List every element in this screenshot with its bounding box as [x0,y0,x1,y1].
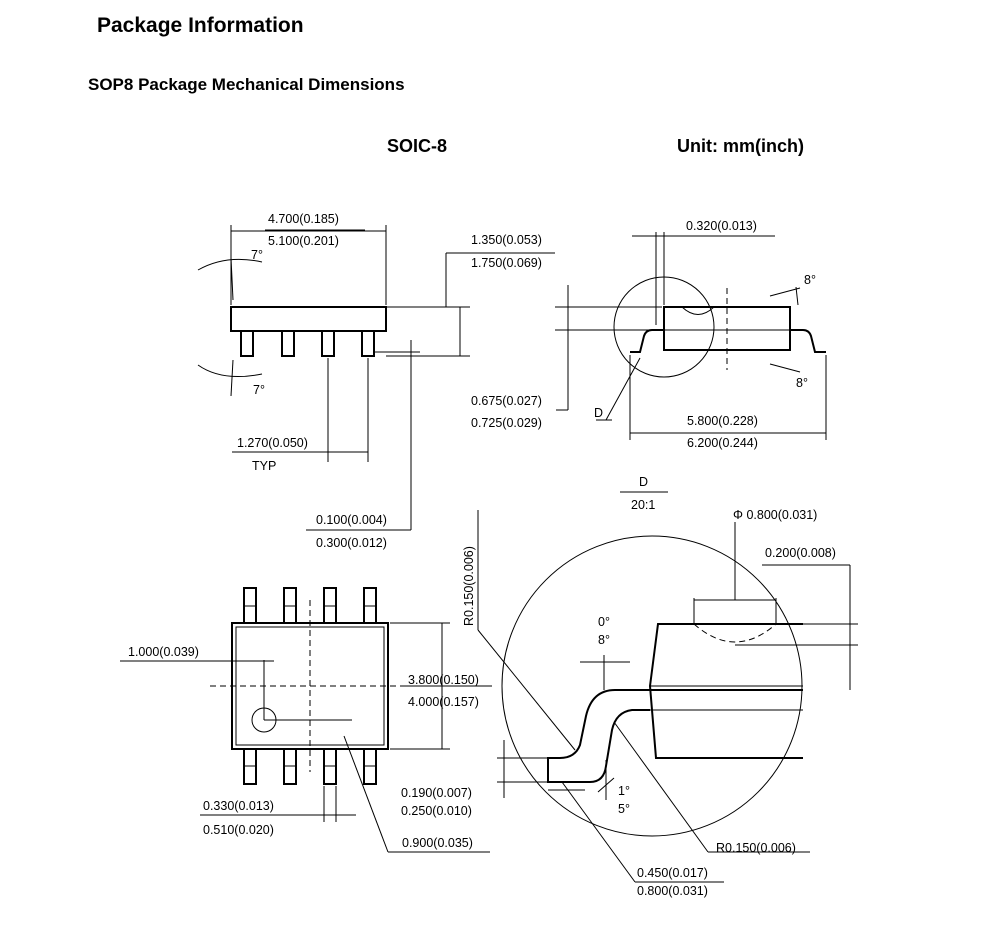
end-view [555,232,827,440]
label-angle-d-min: 0° [598,615,610,629]
side-view-labels: 4.700(0.185) 5.100(0.201) 7° 7° 1.350(0.… [237,212,542,550]
detail-view [477,491,858,883]
end-view-labels: 0.320(0.013) 8° 8° 0.675(0.027) 0.725(0.… [471,219,816,450]
label-standoff-min: 0.675(0.027) [471,394,542,408]
label-lead-t-max: 0.250(0.010) [401,804,472,818]
label-angle-d-max: 8° [598,633,610,647]
label-body-length-min: 4.700(0.185) [268,212,339,226]
label-total-width-min: 5.800(0.228) [687,414,758,428]
label-lead-t-min: 0.190(0.007) [401,786,472,800]
label-angle-top: 7° [251,248,263,262]
label-body-length-max: 5.100(0.201) [268,234,339,248]
label-angle-e-min: 1° [618,784,630,798]
label-pin1-offset: 1.000(0.039) [128,645,199,659]
label-height-max: 1.750(0.069) [471,256,542,270]
label-hole-depth: 0.200(0.008) [765,546,836,560]
label-angle-right-top: 8° [804,273,816,287]
label-lead-gap-max: 0.300(0.012) [316,536,387,550]
label-foot-min: 0.450(0.017) [637,866,708,880]
label-lead-gap-min: 0.100(0.004) [316,513,387,527]
side-view [197,225,555,531]
label-angle-right-bottom: 8° [796,376,808,390]
top-view-labels: 1.000(0.039) 3.800(0.150) 4.000(0.157) 0… [128,645,479,850]
label-detail-name: D [639,475,648,489]
section-title: SOP8 Package Mechanical Dimensions [88,75,405,94]
label-detail-marker: D [594,406,603,420]
label-radius-b: R0.150(0.006) [716,841,796,855]
label-angle-bottom: 7° [253,383,265,397]
label-lead-thickness: 0.320(0.013) [686,219,757,233]
label-standoff-max: 0.725(0.029) [471,416,542,430]
page-title: Package Information [97,14,304,37]
label-pitch-note: TYP [252,459,276,473]
label-pitch: 1.270(0.050) [237,436,308,450]
label-hole-diameter: Φ 0.800(0.031) [733,508,817,522]
package-name: SOIC-8 [387,136,448,156]
label-height-min: 1.350(0.053) [471,233,542,247]
label-radius-a: R0.150(0.006) [462,546,476,626]
label-lead-width-min: 0.330(0.013) [203,799,274,813]
label-angle-e-max: 5° [618,802,630,816]
label-body-width-min: 3.800(0.150) [408,673,479,687]
unit-label: Unit: mm(inch) [677,136,804,156]
label-foot-max: 0.800(0.031) [637,884,708,898]
label-pin-length: 0.900(0.035) [402,836,473,850]
label-detail-scale: 20:1 [631,498,655,512]
top-view [120,587,492,853]
label-total-width-max: 6.200(0.244) [687,436,758,450]
label-lead-width-max: 0.510(0.020) [203,823,274,837]
detail-view-labels: D 20:1 Φ 0.800(0.031) 0.200(0.008) R0.15… [401,475,836,898]
label-body-width-max: 4.000(0.157) [408,695,479,709]
